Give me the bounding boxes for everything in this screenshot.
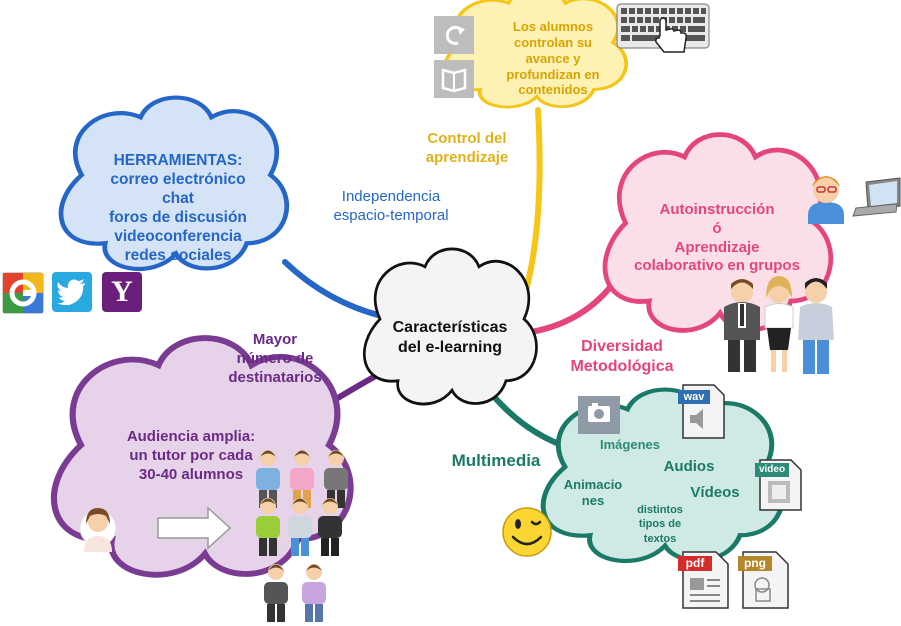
branch-label-metodologia: Diversidad Metodológica	[552, 337, 692, 377]
tutor-icon	[79, 508, 117, 552]
branch-line: Control del	[427, 130, 507, 147]
branch-label-independencia: Independencia espacio-temporal	[306, 188, 476, 226]
student-figure	[256, 498, 280, 556]
metodologia-cloud-text: Autoinstrucción ó Aprendizaje colaborati…	[606, 201, 828, 276]
metodologia-line: colaborativo en grupos	[634, 257, 800, 275]
herramientas-line: foros de discusión	[109, 208, 247, 226]
camera-icon	[578, 396, 620, 434]
animaciones-line: nes	[581, 493, 605, 509]
metodologia-line: Autoinstrucción	[659, 201, 775, 218]
center-line: Características	[392, 319, 508, 336]
multimedia-imagenes: Imágenes	[600, 437, 660, 452]
woman-laptop-icon	[808, 176, 844, 224]
branch-line: Metodológica	[570, 358, 674, 375]
book-icon	[434, 60, 474, 98]
metodologia-line: Aprendizaje	[674, 238, 760, 256]
student-figure	[264, 564, 288, 622]
video-tag: video	[758, 464, 786, 475]
branch-line: Diversidad	[581, 338, 663, 355]
branch-metodologia	[522, 282, 615, 336]
pdf-tag: pdf	[685, 556, 705, 570]
branch-label-multimedia: Multimedia	[451, 451, 541, 470]
audiencia-line: 30-40 alumnos	[138, 465, 244, 483]
wav-file-icon	[678, 384, 725, 439]
herramientas-line: videoconferencia	[114, 227, 242, 245]
textos-line: tipos de	[638, 518, 682, 531]
yahoo-icon: Y	[102, 272, 142, 312]
control-line: controlan su	[513, 34, 592, 50]
branch-line: espacio-temporal	[333, 206, 449, 224]
hand-cursor-icon	[655, 17, 687, 53]
branch-line: número de	[236, 349, 314, 367]
pdf-file-icon	[678, 551, 729, 609]
wav-tag: wav	[683, 391, 705, 403]
multimedia-videos: Vídeos	[690, 484, 740, 501]
metodologia-line: ó	[712, 219, 722, 237]
control-line: contenidos	[518, 82, 588, 98]
student-figure	[256, 450, 280, 508]
herramientas-text: HERRAMIENTAS: correo electrónico chat fo…	[68, 152, 288, 265]
video-file-icon	[755, 459, 802, 511]
branch-label-control: Control del aprendizaje	[402, 130, 532, 168]
group-people-icon	[724, 276, 834, 374]
textos-line: textos	[643, 532, 677, 545]
center-title: Características del e-learning	[370, 318, 530, 358]
control-line: avance y	[525, 50, 581, 66]
smiley-icon	[502, 507, 552, 557]
herramientas-line: HERRAMIENTAS:	[113, 152, 243, 169]
laptop-icon	[852, 177, 901, 217]
branch-label-audiencia: Mayor número de destinatarios	[212, 331, 338, 387]
refresh-icon	[434, 16, 474, 54]
twitter-icon	[52, 272, 92, 312]
png-tag: png	[744, 556, 766, 570]
branch-line: Independencia	[341, 188, 441, 205]
textos-line: distintos	[637, 504, 683, 516]
branch-line: destinatarios	[228, 368, 322, 386]
animaciones-line: Animacio	[563, 477, 623, 492]
herramientas-line: redes sociales	[124, 246, 232, 264]
control-cloud-text: Los alumnos controlan su avance y profun…	[476, 19, 630, 98]
audiencia-line: un tutor por cada	[129, 446, 253, 464]
branch-line: Mayor	[252, 331, 298, 348]
arrow-right-icon	[157, 506, 232, 550]
multimedia-textos: distintos tipos de textos	[624, 503, 696, 546]
control-line: profundizan en	[506, 66, 600, 82]
png-file-icon	[738, 551, 789, 609]
google-icon	[2, 272, 44, 314]
audiencia-line: Audiencia amplia:	[126, 428, 256, 445]
student-figure	[318, 498, 342, 556]
students-group-icon	[256, 450, 348, 622]
branch-line: aprendizaje	[425, 148, 509, 166]
student-figure	[302, 564, 326, 622]
student-figure	[288, 498, 312, 556]
control-line: Los alumnos	[512, 19, 594, 34]
herramientas-line: chat	[162, 189, 194, 207]
center-line: del e-learning	[397, 339, 503, 356]
audiencia-cloud-text: Audiencia amplia: un tutor por cada 30-4…	[100, 428, 282, 484]
branch-herramientas	[282, 259, 393, 321]
multimedia-audios: Audios	[663, 458, 715, 475]
herramientas-line: correo electrónico	[110, 170, 246, 188]
multimedia-animaciones: Animacio nes	[553, 477, 633, 510]
